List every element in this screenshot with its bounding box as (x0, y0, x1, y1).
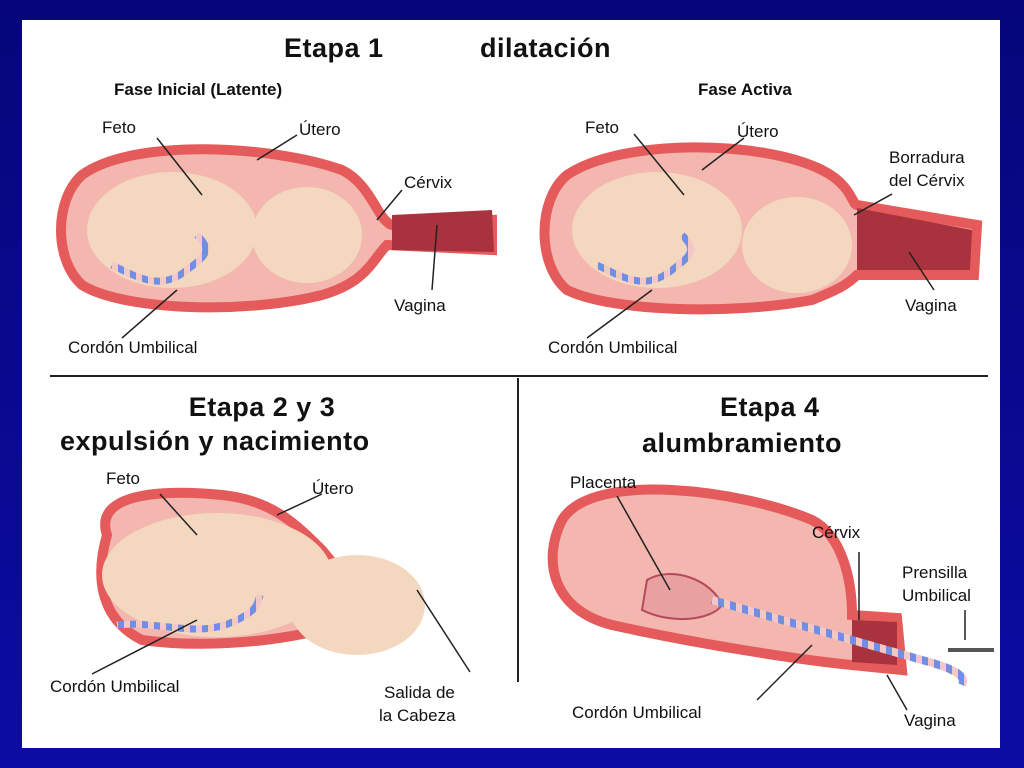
label-uterus: Útero (299, 120, 341, 139)
label-umbilical-cord: Cordón Umbilical (548, 338, 678, 357)
umbilical-cord (595, 232, 695, 285)
stage4-title: Etapa 4 (720, 392, 820, 422)
stage1-title: Etapa 1 (284, 33, 384, 63)
umbilical-cord (110, 232, 210, 285)
stage23-title: Etapa 2 y 3 (188, 392, 336, 422)
label-fetus: Feto (102, 118, 137, 137)
label-vagina: Vagina (905, 296, 957, 315)
umbilical-cord (116, 593, 264, 633)
uterus-initial-phase (56, 144, 497, 313)
label-umbilical-cord: Cordón Umbilical (50, 677, 180, 696)
pointer-lines (91, 133, 966, 711)
label-umbilical-cord: Cordón Umbilical (572, 703, 702, 722)
label-head-exit-line1: Salida de (384, 683, 455, 702)
label-uterus: Útero (737, 122, 779, 141)
stage4-name: alumbramiento (642, 428, 843, 458)
label-cervix: Cérvix (404, 173, 453, 192)
label-uterus: Útero (312, 479, 354, 498)
label-effacement-line1: Borradura (889, 148, 965, 167)
stage23-name: expulsión y nacimiento (60, 426, 370, 456)
fetus-head (289, 555, 425, 655)
phase-initial-heading: Fase Inicial (Latente) (114, 80, 283, 99)
umbilical-cord (710, 596, 967, 687)
label-umbilical-cord: Cordón Umbilical (68, 338, 198, 357)
label-fetus: Feto (106, 469, 141, 488)
uterus-delivery-placenta (547, 484, 994, 687)
illustration (50, 133, 994, 711)
fetus-head (742, 197, 852, 293)
label-effacement-line2: del Cérvix (889, 171, 965, 190)
uterus-expulsion (96, 487, 425, 655)
label-head-exit-line2: la Cabeza (379, 706, 456, 725)
phase-active-heading: Fase Activa (698, 80, 792, 99)
label-fetus: Feto (585, 118, 620, 137)
stage1-name: dilatación (480, 33, 612, 63)
label-placenta: Placenta (570, 473, 637, 492)
label-vagina: Vagina (394, 296, 446, 315)
label-cervix: Cérvix (812, 523, 861, 542)
diagram-panel: Etapa 1 dilatación Fase Inicial (Latente… (22, 20, 1000, 748)
label-clamp-line2: Umbilical (902, 586, 971, 605)
fetus-body (102, 513, 332, 637)
fetus-body (572, 172, 742, 288)
fetus-body (87, 172, 257, 288)
label-clamp-line1: Prensilla (902, 563, 968, 582)
label-vagina: Vagina (904, 711, 956, 730)
uterus-active-phase (539, 142, 983, 315)
fetus-head (252, 187, 362, 283)
